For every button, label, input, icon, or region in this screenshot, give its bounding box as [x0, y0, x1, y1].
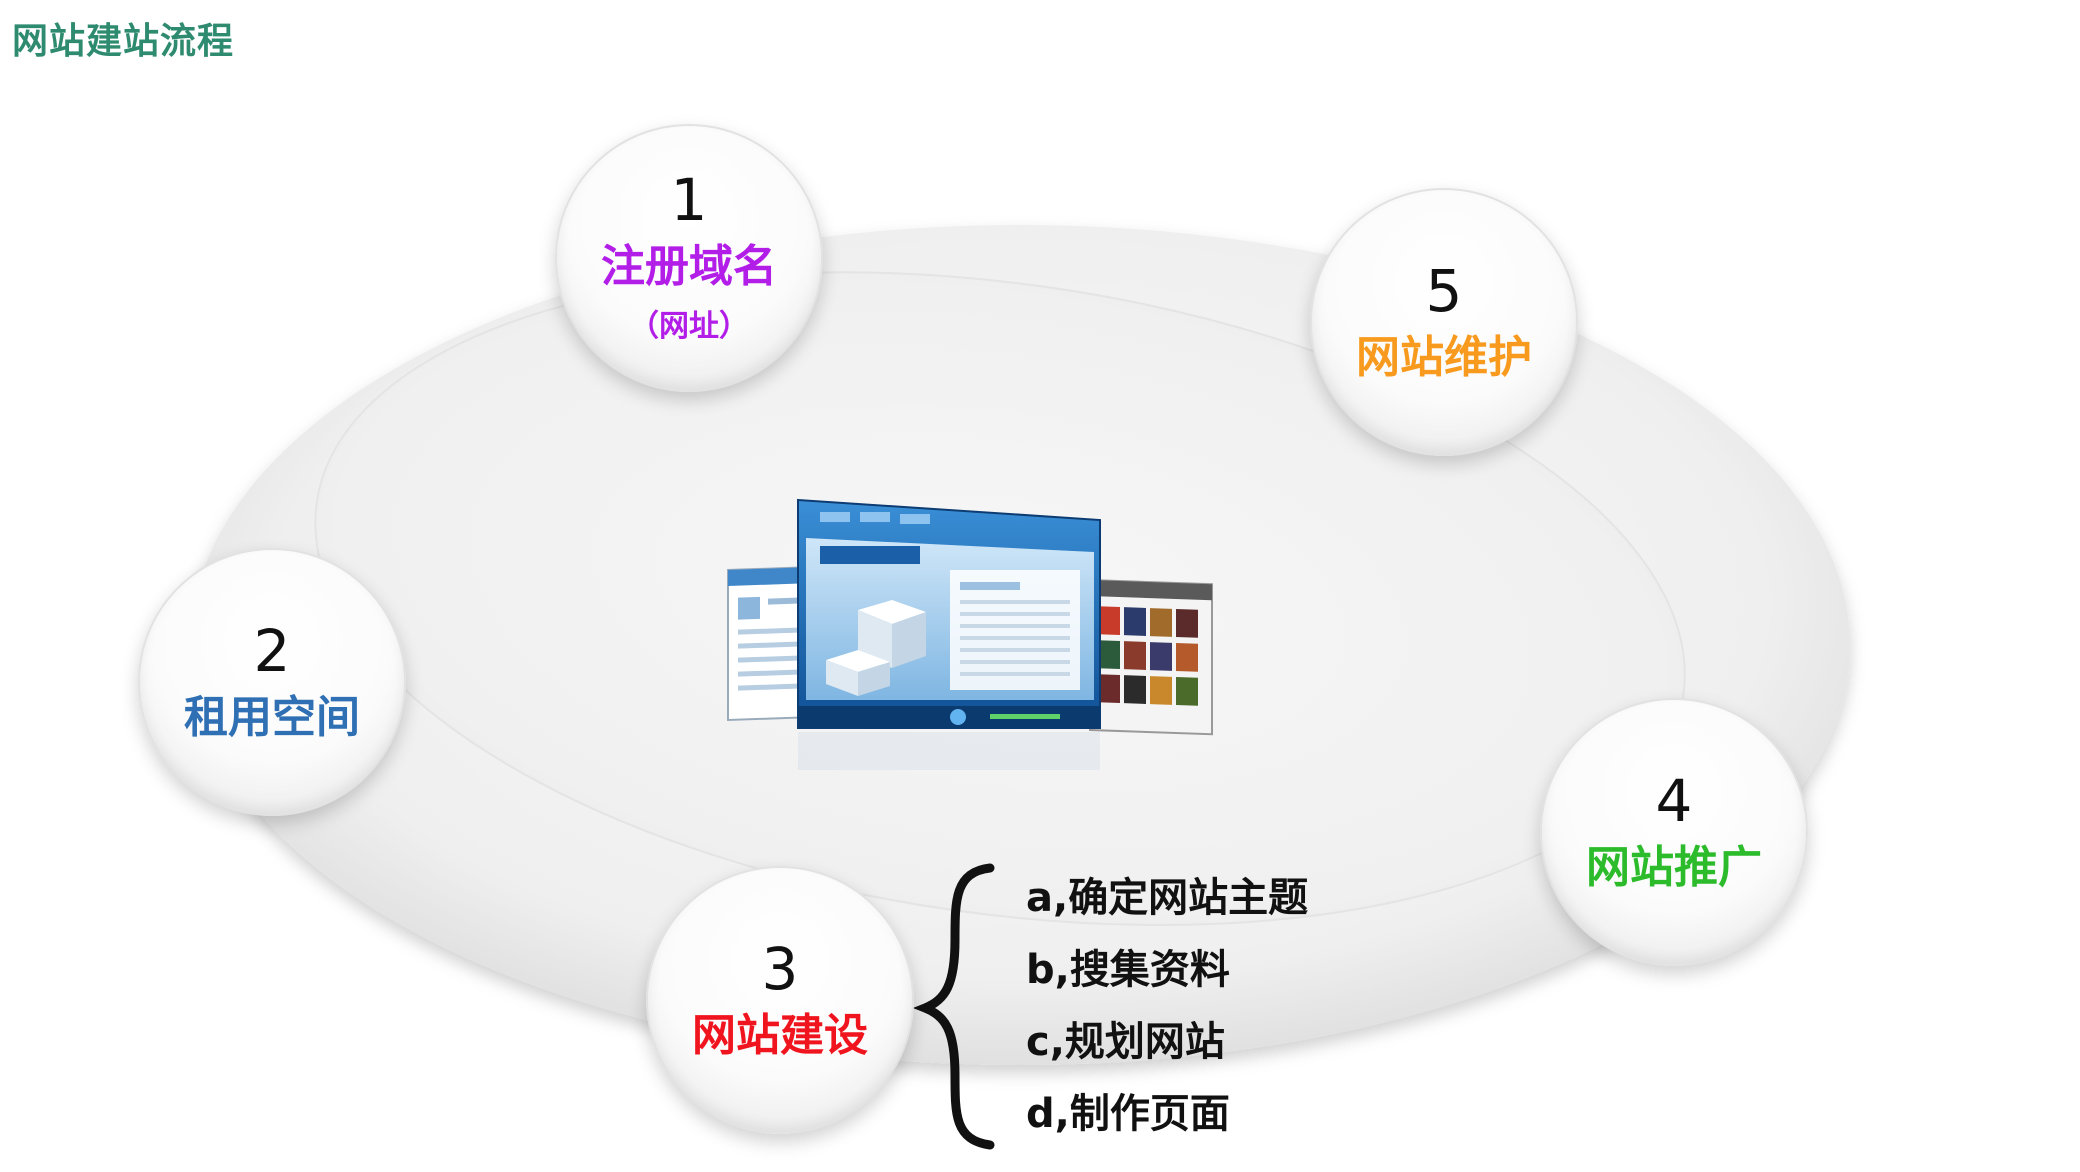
substep-item: a,确定网站主题 [1026, 875, 1309, 921]
step-number: 1 [670, 165, 708, 234]
step-number: 3 [761, 934, 799, 1003]
step-label: 网站推广 [1586, 841, 1762, 893]
site-building-substeps: a,确定网站主题 b,搜集资料 c,规划网站 d,制作页面 [1026, 862, 1308, 1150]
substep-item: d,制作页面 [1026, 1091, 1230, 1137]
step-number: 4 [1655, 766, 1693, 835]
step-label: 网站维护 [1356, 331, 1532, 383]
substeps-brace [912, 863, 995, 1150]
center-software-illustration [727, 498, 1213, 770]
step-label: 注册域名 [601, 240, 777, 292]
step-label: 租用空间 [184, 691, 360, 743]
page-title: 网站建站流程 [12, 21, 235, 62]
substep-item: b,搜集资料 [1026, 947, 1230, 993]
step-label: 网站建设 [692, 1009, 868, 1061]
step-node-site-promotion: 4 网站推广 [1540, 698, 1808, 966]
step-sublabel: （网址） [629, 309, 749, 345]
step-number: 2 [253, 616, 291, 685]
substep-item: c,规划网站 [1026, 1019, 1225, 1065]
step-number: 5 [1425, 256, 1463, 325]
step-node-register-domain: 1 注册域名 （网址） [555, 124, 823, 392]
step-node-site-building: 3 网站建设 [646, 866, 914, 1134]
step-node-rent-space: 2 租用空间 [138, 548, 406, 816]
step-node-site-maintenance: 5 网站维护 [1310, 188, 1578, 456]
